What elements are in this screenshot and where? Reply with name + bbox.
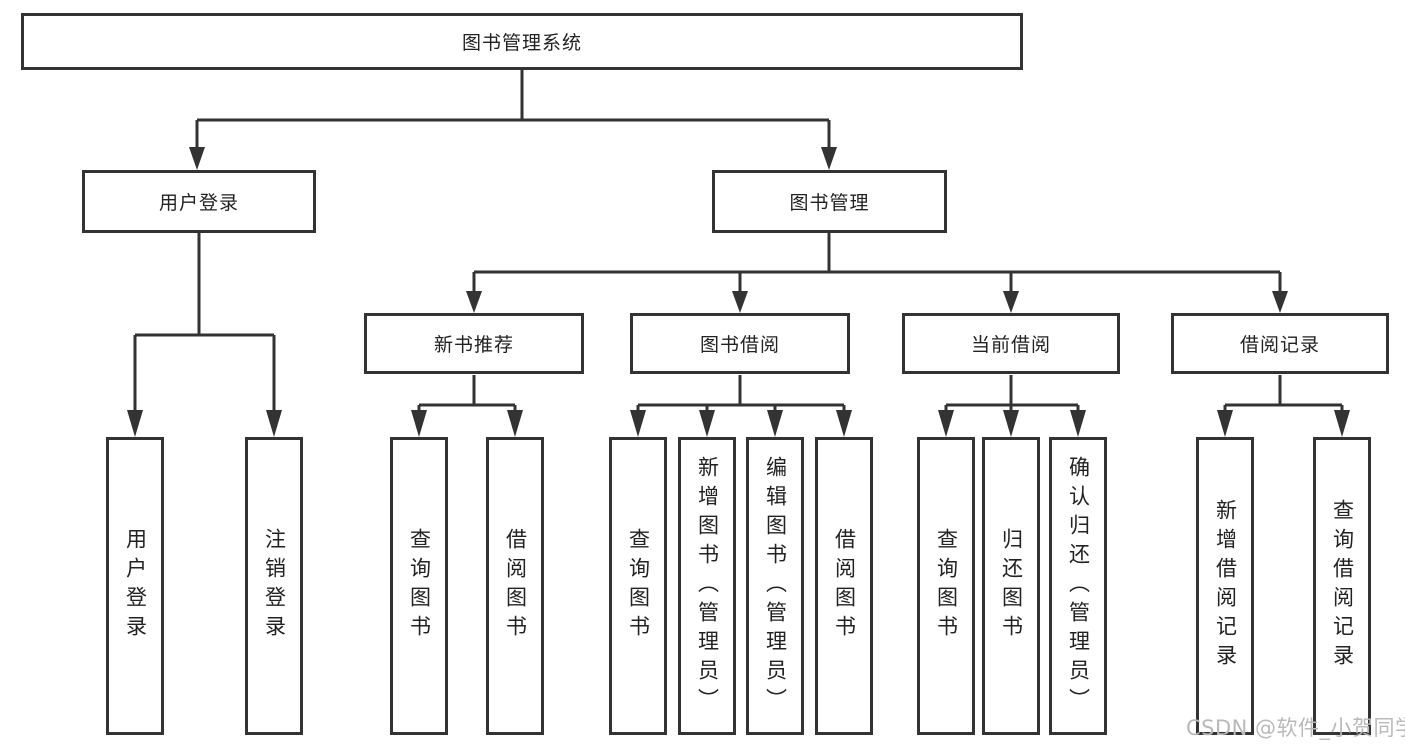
leaf-borrow-book-2: 借阅图书 <box>815 437 873 735</box>
node-new-book-recommend-label: 新书推荐 <box>433 334 514 356</box>
leaf-confirm-return-admin-label: 确认归还（管理员） <box>1066 455 1091 717</box>
leaf-user-login-label: 用户登录 <box>123 528 148 644</box>
leaf-query-book-3-label: 查询图书 <box>934 528 959 644</box>
node-user-login-label: 用户登录 <box>158 192 239 214</box>
node-borrow-records-label: 借阅记录 <box>1239 334 1320 356</box>
leaf-add-borrow-record-label: 新增借阅记录 <box>1213 499 1238 673</box>
leaf-borrow-book-1: 借阅图书 <box>486 437 544 735</box>
node-current-borrow-label: 当前借阅 <box>970 334 1051 356</box>
node-root-system: 图书管理系统 <box>21 13 1023 70</box>
leaf-user-login: 用户登录 <box>106 437 164 735</box>
leaf-query-book-3: 查询图书 <box>917 437 975 735</box>
leaf-add-borrow-record: 新增借阅记录 <box>1196 437 1254 735</box>
node-book-borrow-label: 图书借阅 <box>699 334 780 356</box>
node-new-book-recommend: 新书推荐 <box>364 313 584 374</box>
leaf-logout: 注销登录 <box>245 437 303 735</box>
leaf-query-book-1-label: 查询图书 <box>407 528 432 644</box>
leaf-edit-book-admin: 编辑图书（管理员） <box>746 437 804 735</box>
leaf-query-borrow-record-label: 查询借阅记录 <box>1330 499 1355 673</box>
leaf-confirm-return-admin: 确认归还（管理员） <box>1049 437 1107 735</box>
node-borrow-records: 借阅记录 <box>1171 313 1389 374</box>
arrowheads <box>127 147 1350 437</box>
node-user-login-branch: 用户登录 <box>82 170 316 233</box>
node-current-borrow: 当前借阅 <box>902 313 1120 374</box>
leaf-query-borrow-record: 查询借阅记录 <box>1313 437 1371 735</box>
leaf-borrow-book-1-label: 借阅图书 <box>503 528 528 644</box>
node-book-borrow: 图书借阅 <box>630 313 850 374</box>
node-book-management-label: 图书管理 <box>789 192 870 214</box>
leaf-edit-book-admin-label: 编辑图书（管理员） <box>763 455 788 717</box>
leaf-return-book: 归还图书 <box>982 437 1040 735</box>
node-book-management-branch: 图书管理 <box>712 170 947 233</box>
leaf-add-book-admin-label: 新增图书（管理员） <box>695 455 720 717</box>
leaf-add-book-admin: 新增图书（管理员） <box>678 437 736 735</box>
node-root-label: 图书管理系统 <box>461 32 582 54</box>
leaf-query-book-2: 查询图书 <box>609 437 667 735</box>
csdn-watermark: CSDN @软件_小贺同学 <box>1186 716 1405 740</box>
leaf-query-book-2-label: 查询图书 <box>626 528 651 644</box>
leaf-query-book-1: 查询图书 <box>390 437 448 735</box>
leaf-return-book-label: 归还图书 <box>999 528 1024 644</box>
leaf-borrow-book-2-label: 借阅图书 <box>832 528 857 644</box>
leaf-logout-label: 注销登录 <box>262 528 287 644</box>
